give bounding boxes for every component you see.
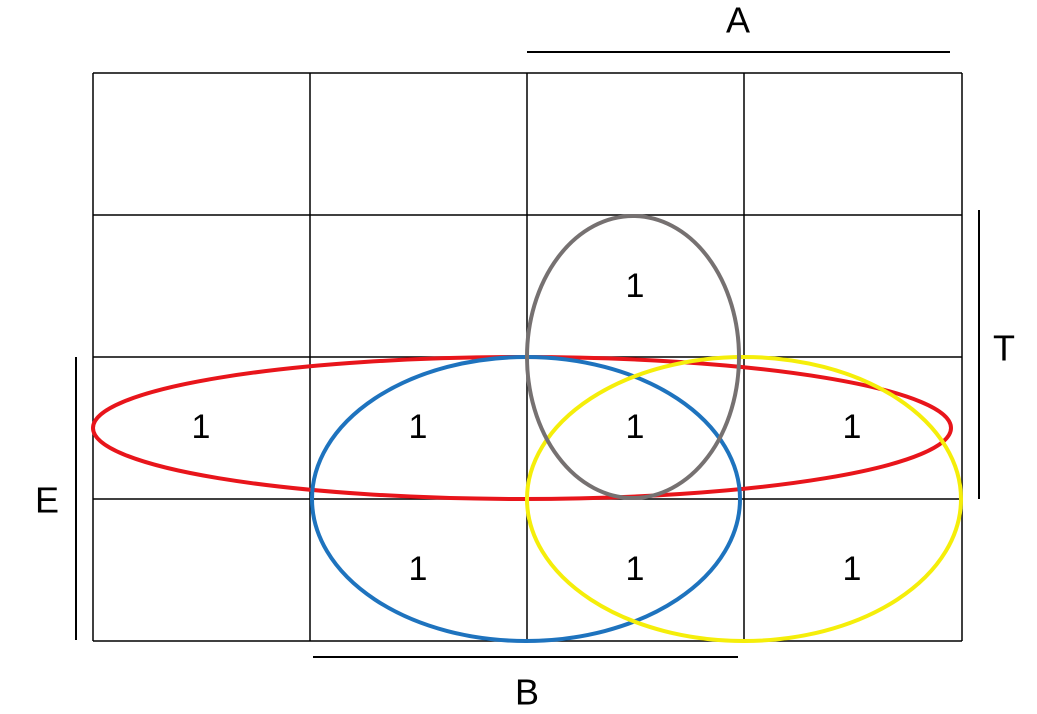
cell-r3-c3: 1 bbox=[626, 408, 645, 446]
red-group-loop bbox=[91, 355, 953, 501]
cell-r2-c3: 1 bbox=[626, 267, 645, 305]
variable-brackets bbox=[75, 51, 980, 658]
cell-values: 1 1 1 1 1 1 1 1 bbox=[192, 267, 862, 588]
group-loops bbox=[91, 214, 963, 643]
cell-r4-c3: 1 bbox=[626, 550, 645, 588]
label-e: E bbox=[35, 480, 59, 521]
cell-r3-c2: 1 bbox=[409, 408, 428, 446]
cell-r4-c4: 1 bbox=[843, 550, 862, 588]
label-t: T bbox=[993, 328, 1015, 369]
label-b: B bbox=[515, 672, 539, 713]
label-a: A bbox=[726, 0, 750, 41]
yellow-group-loop bbox=[525, 355, 963, 643]
variable-labels: A T E B bbox=[35, 0, 1015, 713]
cell-r3-c1: 1 bbox=[192, 408, 211, 446]
cell-r4-c2: 1 bbox=[409, 550, 428, 588]
gray-group-loop bbox=[525, 214, 741, 500]
cell-r3-c4: 1 bbox=[843, 408, 862, 446]
